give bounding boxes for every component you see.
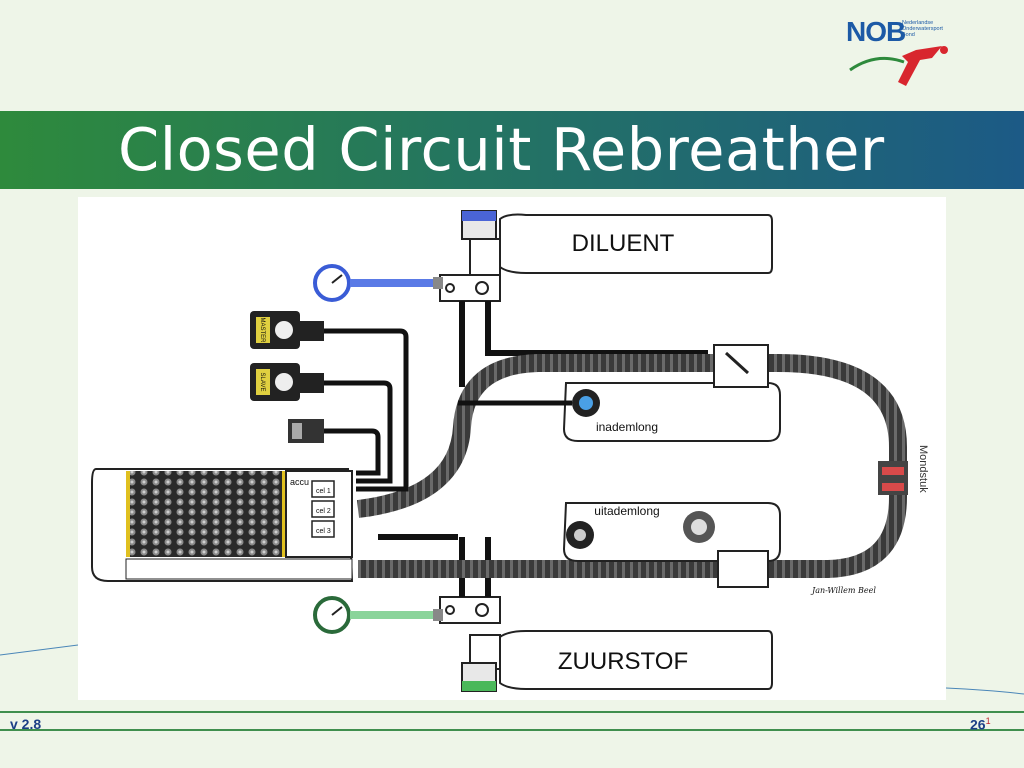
diluent-pressure-gauge (313, 264, 443, 302)
breathing-loop-hose (356, 354, 907, 578)
page-number-superscript: 1 (985, 716, 991, 726)
version-label: v 2.8 (10, 716, 42, 732)
oxygen-valve-icon (475, 603, 489, 617)
slide-title: Closed Circuit Rebreather (118, 115, 885, 184)
zuurstof-label: ZUURSTOF (558, 648, 688, 675)
inademlong-label: inademlong (596, 420, 658, 434)
cel2-label: cel 2 (316, 508, 331, 515)
diluent-cylinder: DILUENT (461, 210, 773, 276)
logo-subtitle: Nederlandse Onderwatersport Bond (902, 20, 943, 38)
hud-display (288, 419, 324, 443)
master-label: MASTER (259, 317, 265, 343)
footer-line-bottom (0, 729, 1024, 731)
oxygen-cylinder: ZUURSTOF (461, 630, 773, 692)
accu-label: accu (290, 477, 309, 487)
oxygen-pressure-gauge (313, 596, 443, 634)
mouthpiece: Mondstuk (878, 445, 929, 495)
uitademlong-label: uitademlong (594, 504, 659, 518)
page-number-value: 26 (970, 716, 986, 733)
rebreather-schematic: DILUENT ZUURSTOF (91, 210, 929, 692)
page-number: 261 (970, 716, 991, 733)
logo-text: NOB (846, 16, 906, 47)
rebreather-diagram: DILUENT ZUURSTOF (78, 197, 946, 700)
mondstuk-label: Mondstuk (917, 445, 929, 493)
electronics-cables (324, 328, 409, 492)
cel1-label: cel 1 (316, 488, 331, 495)
diluent-valve-icon (475, 281, 489, 295)
inhalation-counterlung: inademlong (458, 382, 781, 442)
scrubber-canister (126, 471, 286, 557)
nob-logo: NOB Nederlandse Onderwatersport Bond (846, 14, 956, 94)
artist-signature: Jan-Willem Beel (810, 586, 876, 595)
footer-line-top (0, 711, 1024, 713)
slave-handset: SLAVE (250, 363, 324, 401)
cel3-label: cel 3 (316, 528, 331, 535)
scrubber-unit: accu cel 1 cel 2 cel 3 (91, 468, 354, 582)
exhaust-housing (717, 550, 769, 588)
slave-label: SLAVE (259, 373, 265, 392)
title-band (0, 111, 1024, 189)
logo-swimmer-icon (849, 46, 948, 86)
master-handset: MASTER (250, 311, 324, 349)
exhalation-counterlung: uitademlong (562, 502, 781, 562)
diluent-label: DILUENT (572, 230, 675, 257)
